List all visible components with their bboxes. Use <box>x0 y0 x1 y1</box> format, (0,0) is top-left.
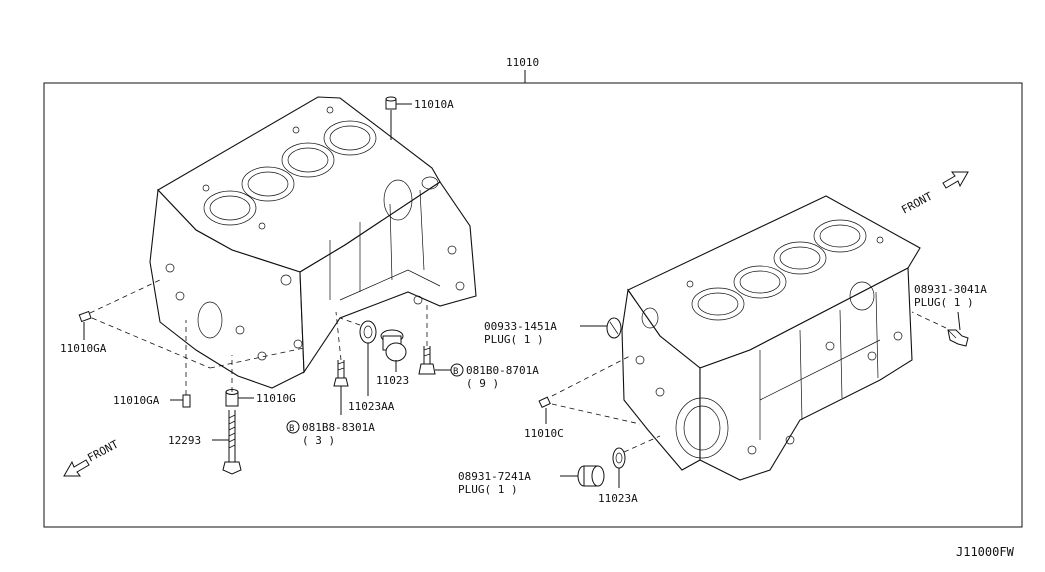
front-label-left: FRONT <box>85 437 121 464</box>
part-11010ga-lower[interactable] <box>182 394 191 408</box>
part-081b8-8301a-bolt[interactable] <box>333 360 349 387</box>
callout-11010ga-lower[interactable]: 11010GA <box>113 394 160 407</box>
part-081b0-8701a-bolt[interactable] <box>418 346 436 375</box>
callout-081b8-8301a-number: 081B8-8301A <box>302 421 375 434</box>
badge-b-1: B <box>289 424 294 434</box>
part-08931-7241a[interactable] <box>577 465 605 487</box>
callout-11010ga-upper[interactable]: 11010GA <box>60 342 107 355</box>
callout-11023a[interactable]: 11023A <box>598 492 638 505</box>
part-12293[interactable] <box>222 410 242 475</box>
diagram-id: J11000FW <box>956 545 1015 559</box>
callout-11010c[interactable]: 11010C <box>524 427 564 440</box>
callout-00933-1451a[interactable]: 00933-1451A PLUG( 1 ) <box>484 320 557 346</box>
front-label-right: FRONT <box>899 189 935 216</box>
cylinder-block-right[interactable] <box>621 195 921 481</box>
front-arrow-right-icon <box>942 171 969 189</box>
part-08931-3041a[interactable] <box>947 329 969 347</box>
callout-08931-3041a-number: 08931-3041A <box>914 283 987 296</box>
callout-08931-7241a[interactable]: 08931-7241A PLUG( 1 ) <box>458 470 531 496</box>
callout-00933-1451a-sub: PLUG( 1 ) <box>484 333 544 346</box>
part-11023a[interactable] <box>612 447 626 469</box>
part-11023[interactable] <box>380 329 407 362</box>
part-11010a[interactable] <box>385 96 412 140</box>
cylinder-block-left[interactable] <box>149 96 477 389</box>
callout-11010a[interactable]: 11010A <box>414 98 454 111</box>
callout-08931-3041a[interactable]: 08931-3041A PLUG( 1 ) <box>914 283 987 309</box>
badge-b-2: B <box>453 367 458 377</box>
assembly-part-number[interactable]: 11010 <box>506 56 539 69</box>
callout-08931-7241a-number: 08931-7241A <box>458 470 531 483</box>
part-11023aa[interactable] <box>359 320 377 344</box>
callout-12293[interactable]: 12293 <box>168 434 201 447</box>
part-00933-1451a[interactable] <box>606 317 622 339</box>
callout-08931-3041a-sub: PLUG( 1 ) <box>914 296 974 309</box>
callout-081b8-8301a[interactable]: B 081B8-8301A ( 3 ) <box>286 420 375 447</box>
callout-11023[interactable]: 11023 <box>376 374 409 387</box>
callout-081b0-8701a-number: 081B0-8701A <box>466 364 539 377</box>
callout-11010g[interactable]: 11010G <box>256 392 296 405</box>
callout-00933-1451a-number: 00933-1451A <box>484 320 557 333</box>
front-arrow-left-icon <box>63 459 90 477</box>
callout-081b0-8701a[interactable]: B 081B0-8701A ( 9 ) <box>450 363 539 390</box>
callout-081b8-8301a-qty: ( 3 ) <box>302 434 335 447</box>
part-11010ga-upper[interactable] <box>78 310 92 340</box>
callout-081b0-8701a-qty: ( 9 ) <box>466 377 499 390</box>
part-11010c[interactable] <box>538 396 551 408</box>
callout-08931-7241a-sub: PLUG( 1 ) <box>458 483 518 496</box>
assembly-frame <box>43 82 1023 528</box>
callout-11023aa[interactable]: 11023AA <box>348 400 395 413</box>
